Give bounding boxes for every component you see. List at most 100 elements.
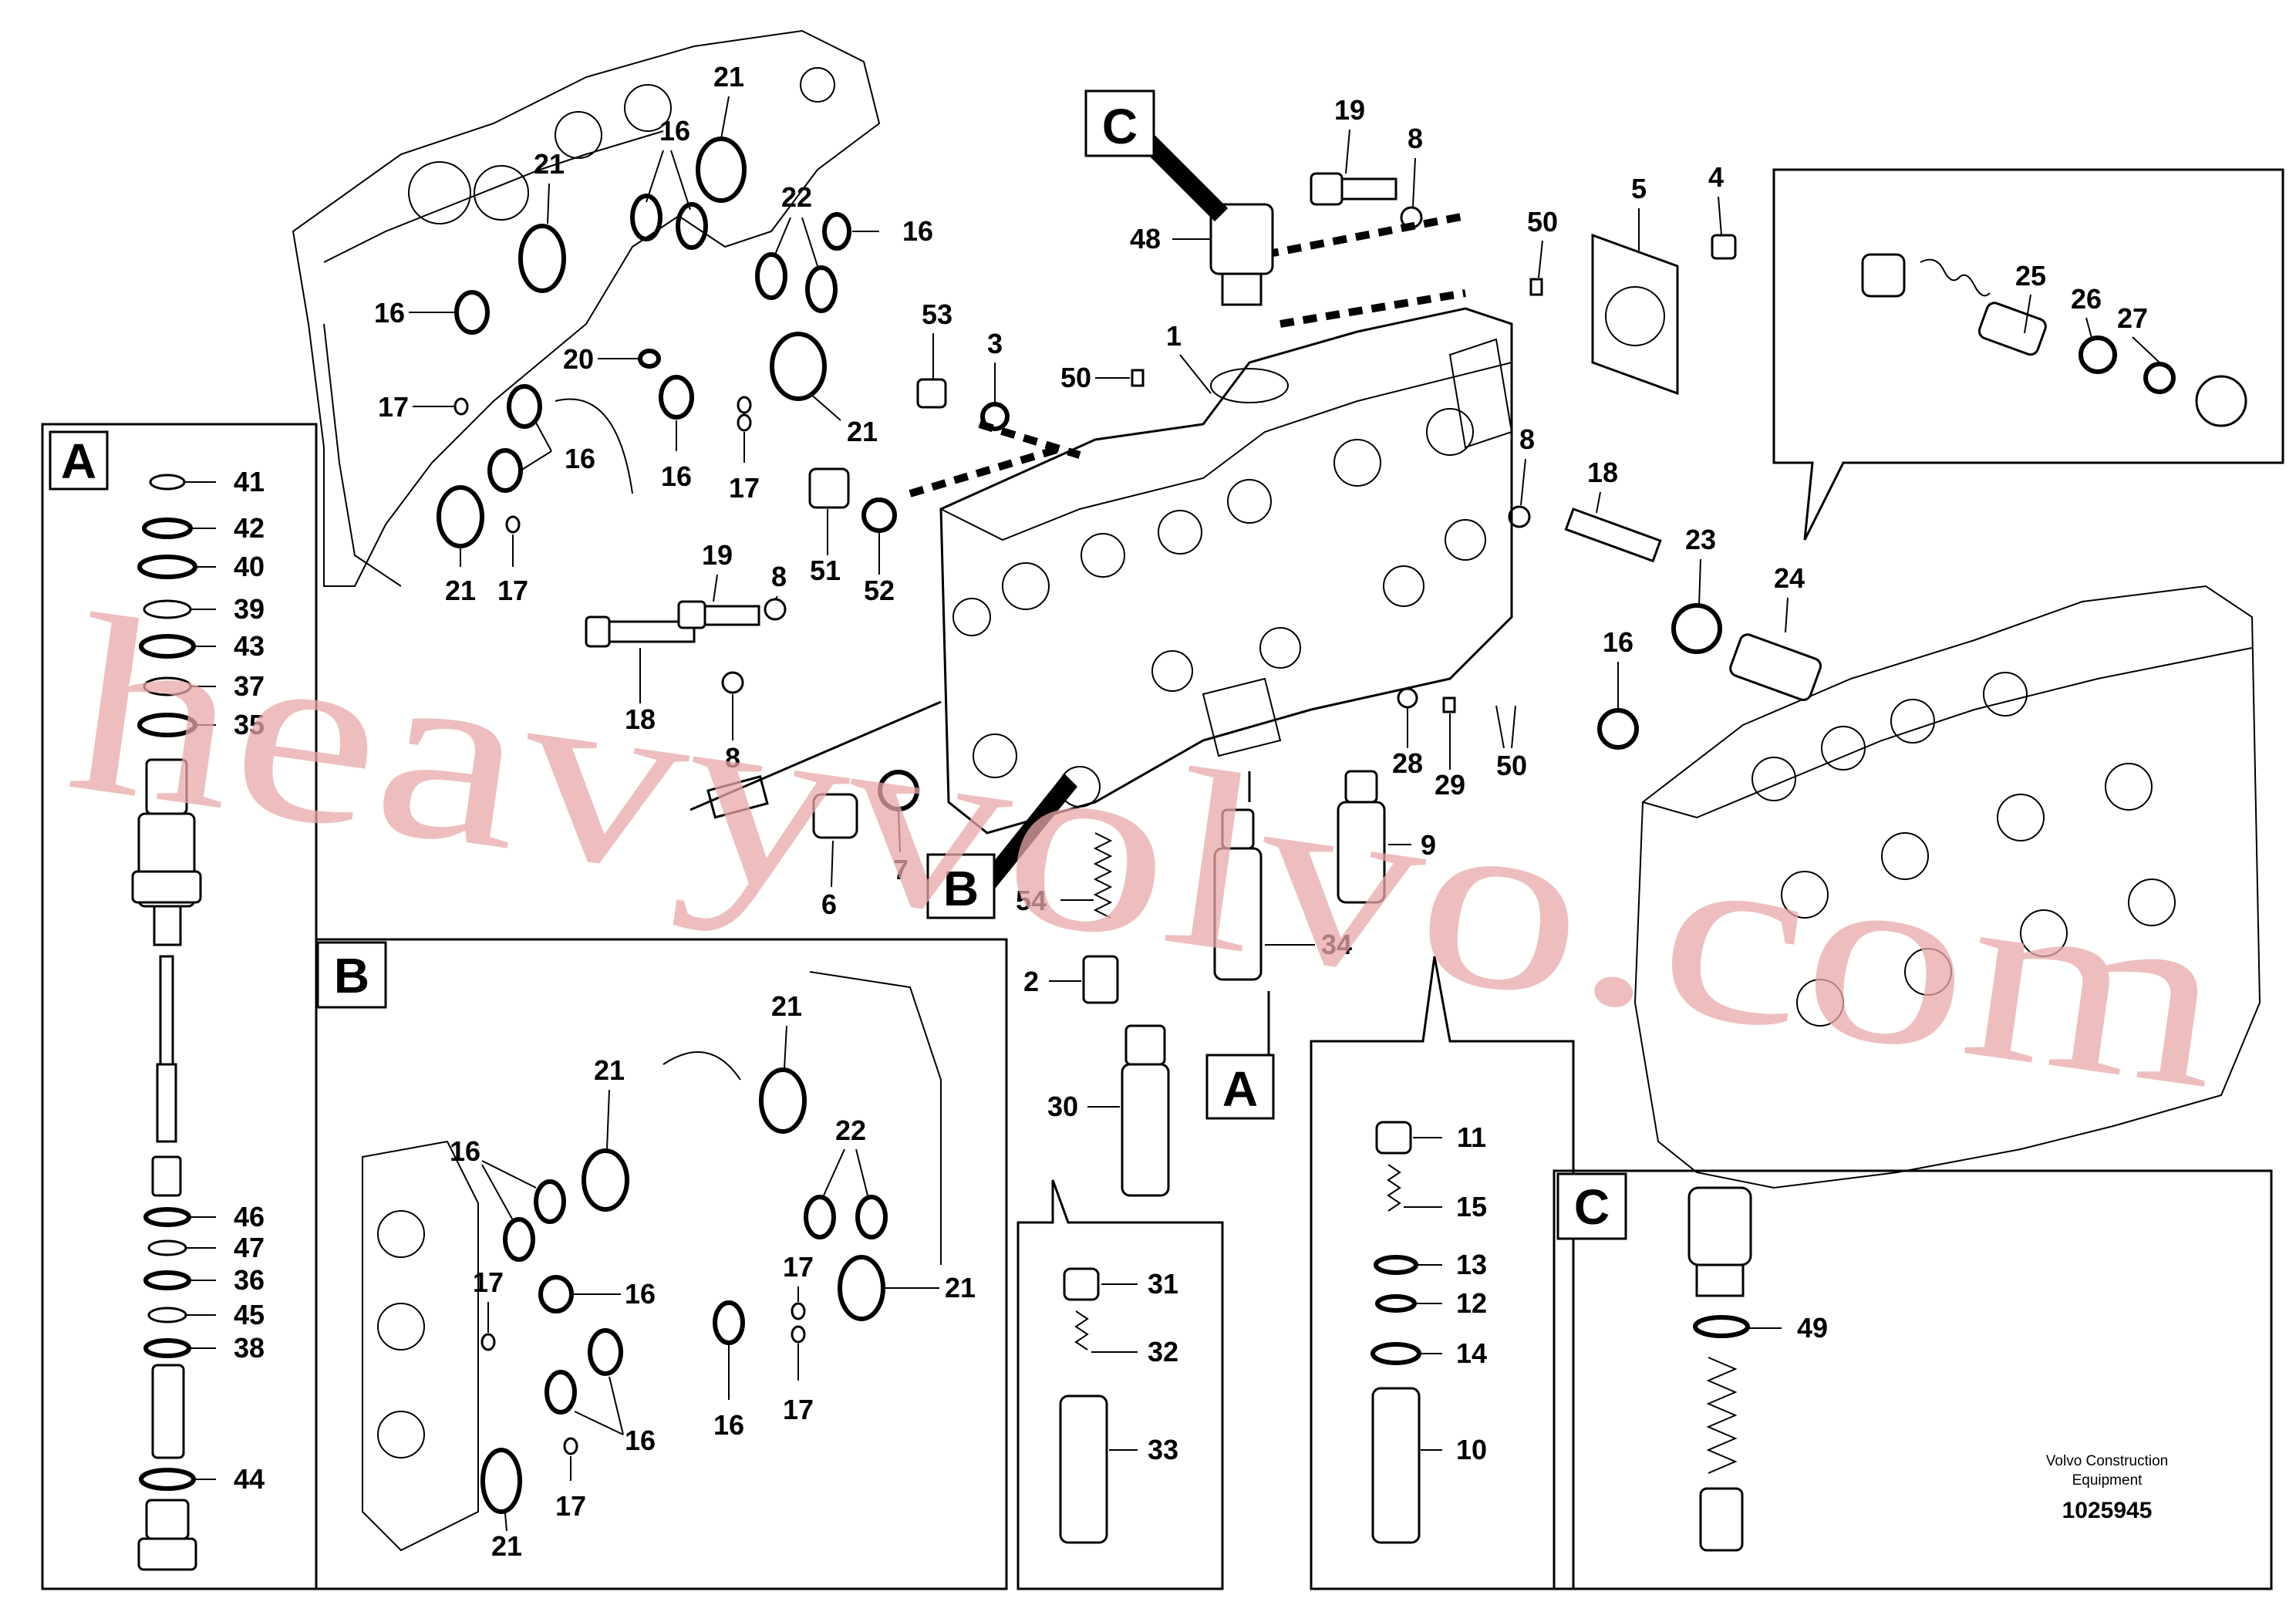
callouts: 21 16 21 22 16 16 20 21 17 16 [185, 61, 2160, 1562]
callout-5: 5 [1631, 173, 1647, 204]
part-23-oring [1671, 603, 1722, 654]
part-50-pin-top [1529, 278, 1543, 296]
svg-text:B: B [943, 861, 979, 916]
callout-38: 38 [234, 1332, 265, 1364]
dashed-leader [909, 443, 1066, 497]
callout-33: 33 [1148, 1434, 1178, 1465]
callout-17: 17 [783, 1251, 814, 1283]
callout-16: 16 [374, 297, 405, 329]
dashed-leader [978, 420, 1081, 459]
detail-box-9 [1310, 956, 1575, 1590]
callout-19: 19 [702, 539, 733, 571]
callout-32: 32 [1148, 1336, 1178, 1367]
part-8-washer [1508, 505, 1531, 528]
part-34-spool [1213, 808, 1263, 981]
part-24-cartridge [1729, 633, 1822, 701]
valve-housing-top-left [292, 29, 881, 587]
callout-8: 8 [1519, 423, 1535, 455]
section-c-marker-top: C [1084, 89, 1155, 157]
part-19-bolt-left [677, 600, 760, 629]
part-50-pin-upper [1131, 369, 1145, 387]
callout-49: 49 [1797, 1312, 1828, 1344]
section-a-label-left: A [61, 433, 96, 489]
callout-31: 31 [1148, 1268, 1178, 1300]
callout-18: 18 [1587, 457, 1618, 488]
section-b-label-box: B [334, 948, 369, 1003]
callout-8: 8 [771, 561, 787, 592]
nameplate-leader [689, 700, 942, 811]
part-53-fitting [916, 378, 947, 409]
callout-50: 50 [1496, 750, 1527, 781]
callout-23: 23 [1685, 524, 1716, 555]
callout-52: 52 [864, 575, 895, 606]
callout-7: 7 [893, 854, 909, 885]
callout-47: 47 [234, 1232, 265, 1263]
part-8-washer [721, 671, 744, 694]
callout-46: 46 [234, 1201, 265, 1233]
callout-48: 48 [1130, 223, 1161, 255]
part-19-bolt-top [1310, 172, 1397, 206]
part-3-oring [980, 402, 1010, 431]
callout-37: 37 [234, 670, 265, 702]
callout-21: 21 [771, 990, 802, 1022]
callout-34: 34 [1321, 929, 1352, 960]
part-18-bolt-right [1564, 508, 1662, 563]
dashed-leader [1264, 212, 1466, 258]
callout-44: 44 [234, 1463, 265, 1495]
main-valve-block [939, 307, 1513, 835]
callout-17: 17 [783, 1394, 814, 1425]
callout-22: 22 [781, 181, 812, 213]
part-9-spool [1337, 770, 1386, 904]
part-54-spring [1093, 832, 1113, 919]
callout-27: 27 [2117, 302, 2148, 334]
section-b-marker-mid: B [926, 853, 996, 919]
callout-8: 8 [725, 742, 740, 774]
part-8-washer-top [1400, 206, 1423, 229]
callout-21: 21 [491, 1530, 522, 1562]
part-16-oring-right [1597, 708, 1639, 750]
callout-8: 8 [1408, 123, 1423, 154]
callout-15: 15 [1456, 1191, 1487, 1222]
callout-40: 40 [234, 551, 265, 582]
callout-21: 21 [445, 575, 476, 606]
callout-1: 1 [1166, 320, 1182, 352]
part-4-screw [1711, 234, 1737, 260]
detail-box-c [1553, 1169, 2273, 1590]
svg-text:C: C [1102, 99, 1138, 154]
callout-35: 35 [234, 709, 265, 740]
brand-name-line2: Equipment [2072, 1472, 2143, 1489]
callout-14: 14 [1456, 1337, 1487, 1369]
part-29-pin [1442, 696, 1456, 713]
callout-11: 11 [1457, 1121, 1486, 1153]
part-52-oring [861, 497, 897, 533]
callout-25: 25 [2015, 260, 2046, 292]
section-a-marker-mid: A [1205, 1054, 1275, 1120]
part-48-plug [1209, 203, 1274, 306]
callout-3: 3 [987, 328, 1003, 359]
callout-21: 21 [945, 1272, 976, 1303]
callout-16: 16 [565, 443, 595, 474]
part-7-oring [878, 770, 919, 811]
callout-39: 39 [234, 593, 265, 625]
callout-53: 53 [922, 298, 952, 330]
document-number: 1025945 [2062, 1498, 2153, 1523]
callout-51: 51 [810, 555, 841, 586]
part-2-plug [1082, 955, 1119, 1004]
callout-16: 16 [902, 215, 933, 247]
callout-16: 16 [625, 1425, 656, 1456]
callout-42: 42 [234, 512, 265, 544]
callout-9: 9 [1421, 829, 1436, 861]
callout-45: 45 [234, 1299, 265, 1330]
callout-50: 50 [1527, 206, 1558, 238]
callout-36: 36 [234, 1264, 265, 1296]
callout-2: 2 [1023, 966, 1039, 997]
callout-6: 6 [821, 889, 837, 920]
callout-24: 24 [1774, 562, 1805, 594]
callout-21: 21 [847, 416, 878, 447]
callout-21: 21 [534, 148, 565, 180]
part-5-plate [1591, 233, 1679, 396]
callout-22: 22 [835, 1114, 866, 1146]
callout-16: 16 [659, 115, 690, 147]
callout-54: 54 [1016, 885, 1047, 916]
